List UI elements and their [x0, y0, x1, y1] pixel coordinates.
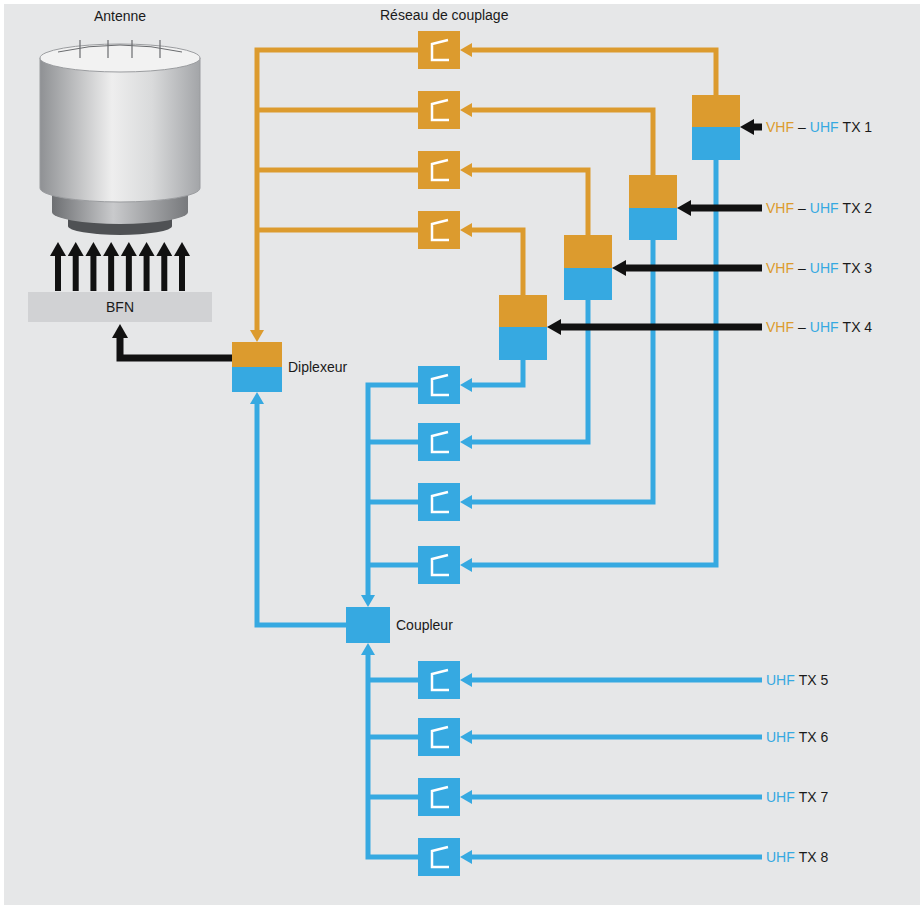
filter-symbols — [418, 31, 460, 876]
signal-label: UHF — [766, 788, 795, 806]
signal-label: UHF — [810, 318, 839, 336]
coupler-box: Coupleur — [346, 607, 390, 643]
signal-label: – — [798, 318, 806, 336]
signal-label: UHF — [766, 671, 795, 689]
connector — [120, 331, 232, 358]
label-row: UHFTX 8 — [766, 848, 832, 866]
label-row: VHF–UHFTX 4 — [766, 318, 876, 336]
signal-label: TX 2 — [843, 199, 873, 217]
connector — [58, 249, 182, 291]
label-row: VHF–UHFTX 3 — [766, 259, 876, 277]
bfn-box: BFN — [28, 292, 212, 322]
node-label: Antenne — [28, 6, 212, 25]
connector-line — [73, 249, 79, 291]
signal-label: TX 1 — [843, 118, 873, 136]
connector-line — [55, 249, 61, 291]
connector — [257, 398, 346, 625]
connector-line — [108, 249, 114, 291]
signal-label: UHF — [810, 259, 839, 277]
signal-label: UHF — [766, 728, 795, 746]
signal-label: TX 5 — [799, 671, 829, 689]
signal-label: UHF — [766, 848, 795, 866]
connector-line — [161, 249, 167, 291]
node-label: Coupleur — [396, 616, 453, 634]
connector-line — [126, 249, 132, 291]
signal-label: TX 4 — [843, 318, 873, 336]
main-diplexer: Diplexeur — [232, 342, 282, 392]
label-row: Réseau de couplage — [380, 6, 512, 24]
connector-line — [120, 331, 232, 358]
node-label: Diplexeur — [288, 358, 347, 376]
connector-line — [257, 398, 346, 625]
connector-line — [144, 249, 150, 291]
node-label: BFN — [28, 292, 212, 322]
signal-label: VHF — [766, 318, 794, 336]
uhf-wires — [368, 160, 762, 857]
label-row: VHF–UHFTX 1 — [766, 118, 876, 136]
signal-label: TX 3 — [843, 259, 873, 277]
signal-label: VHF — [766, 118, 794, 136]
antenna-cylinder — [28, 28, 212, 238]
signal-label: TX 6 — [799, 728, 829, 746]
label-row: UHFTX 6 — [766, 728, 832, 746]
label-row: VHF–UHFTX 2 — [766, 199, 876, 217]
tx-feeds — [554, 127, 762, 327]
label-row: UHFTX 7 — [766, 788, 832, 806]
signal-label: VHF — [766, 199, 794, 217]
tx-diplexers — [499, 95, 740, 360]
signal-label: – — [798, 259, 806, 277]
signal-label: – — [798, 118, 806, 136]
signal-label: Réseau de couplage — [380, 6, 508, 24]
vhf-wires — [257, 50, 716, 336]
signal-label: TX 7 — [799, 788, 829, 806]
label-row: UHFTX 5 — [766, 671, 832, 689]
signal-label: – — [798, 199, 806, 217]
signal-label: UHF — [810, 199, 839, 217]
connector-line — [90, 249, 96, 291]
signal-label: UHF — [810, 118, 839, 136]
signal-label: VHF — [766, 259, 794, 277]
signal-label: TX 8 — [799, 848, 829, 866]
antenna-figure: Antenne — [28, 6, 212, 238]
connector-line — [179, 249, 185, 291]
